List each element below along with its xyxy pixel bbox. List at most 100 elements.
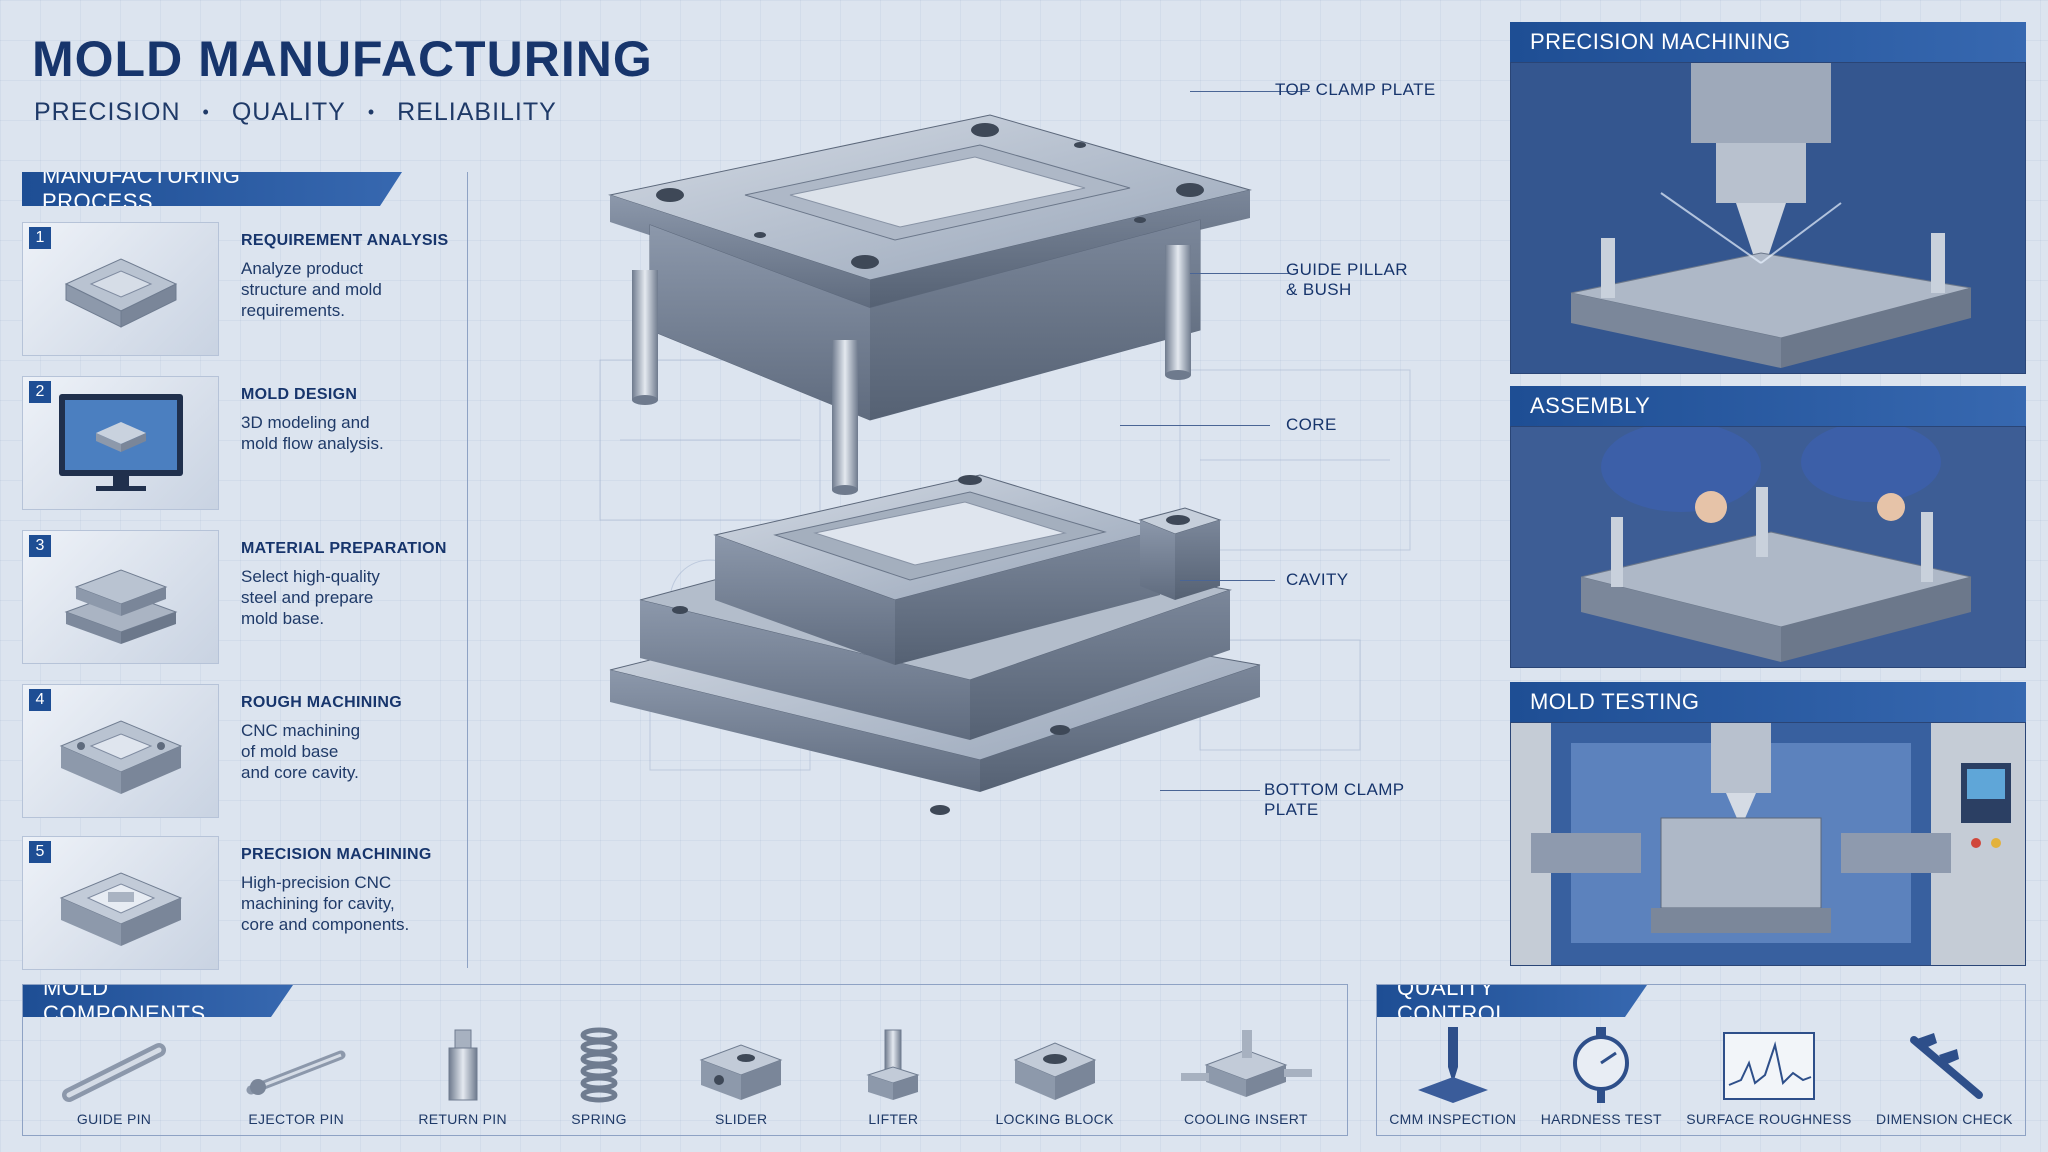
lower-mold-half: [609, 474, 1261, 815]
panel-heading: MOLD TESTING: [1510, 682, 2026, 722]
component-label: LOCKING BLOCK: [995, 1111, 1114, 1127]
subtitle-quality: QUALITY: [231, 98, 346, 126]
quality-cmm-inspection: CMM INSPECTION: [1389, 1025, 1516, 1127]
quality-label: SURFACE ROUGHNESS: [1686, 1111, 1852, 1127]
precision-machining-panel: PRECISION MACHINING: [1510, 22, 2026, 374]
quality-list: CMM INSPECTION HARDNESS TEST SURFACE ROU…: [1377, 1019, 2025, 1135]
step-thumbnail: 2: [22, 376, 219, 510]
assembly-photo: [1510, 426, 2026, 668]
quality-surface-roughness: SURFACE ROUGHNESS: [1686, 1025, 1851, 1127]
quality-label: CMM INSPECTION: [1389, 1111, 1517, 1127]
locking-block-icon: [1013, 1042, 1096, 1100]
step-description: 3D modeling and mold flow analysis.: [241, 413, 384, 453]
step-description: CNC machining of mold base and core cavi…: [241, 721, 361, 782]
slider-icon: [699, 1044, 783, 1100]
step-description: High-precision CNC machining for cavity,…: [241, 873, 410, 934]
lifter-icon: [866, 1029, 920, 1100]
process-step-4: 4 ROUGH MACHINING CNC machining of mold …: [22, 684, 462, 818]
component-guide-pin: GUIDE PIN: [54, 1035, 174, 1127]
step-number: 4: [29, 689, 51, 711]
callout-bottom-clamp-plate: BOTTOM CLAMP PLATE: [1264, 780, 1405, 819]
callout-top-clamp-plate: TOP CLAMP PLATE: [1275, 80, 1436, 99]
ejector-pin-icon: [246, 1050, 346, 1095]
quality-dimension-check: DIMENSION CHECK: [1876, 1025, 2013, 1127]
step-description: Analyze product structure and mold requi…: [241, 259, 382, 320]
component-return-pin: RETURN PIN: [418, 1025, 507, 1127]
mold-base-icon: [64, 258, 177, 328]
step-number: 2: [29, 381, 51, 403]
step-description: Select high-quality steel and prepare mo…: [241, 567, 380, 628]
steel-blocks-icon: [64, 569, 177, 644]
step-title: MATERIAL PREPARATION: [241, 540, 447, 557]
return-pin-icon: [448, 1029, 478, 1101]
component-label: SPRING: [571, 1111, 627, 1127]
callout-line-cavity: [1180, 580, 1275, 581]
component-label: RETURN PIN: [418, 1111, 507, 1127]
blueprint-lines: [599, 359, 1411, 771]
component-label: LIFTER: [868, 1111, 919, 1127]
quality-hardness-test: HARDNESS TEST: [1541, 1025, 1662, 1127]
component-spring: SPRING: [569, 1025, 629, 1127]
callout-line-top-clamp: [1190, 91, 1310, 92]
roughness-graph-icon: [1722, 1032, 1815, 1100]
upper-mold-half: [608, 114, 1252, 421]
component-label: SLIDER: [715, 1111, 768, 1127]
process-step-1: 1 REQUIREMENT ANALYSIS Analyze product s…: [22, 222, 462, 356]
mold-components-panel: MOLD COMPONENTS GUIDE PIN EJECTOR PIN RE: [22, 984, 1348, 1136]
callout-line-core: [1120, 425, 1270, 426]
mold-illustration: [599, 114, 1411, 815]
component-cooling-insert: COOLING INSERT: [1176, 1025, 1316, 1127]
component-slider: SLIDER: [691, 1025, 791, 1127]
step-title: REQUIREMENT ANALYSIS: [241, 232, 449, 249]
quality-label: DIMENSION CHECK: [1876, 1111, 2013, 1127]
component-label: EJECTOR PIN: [248, 1111, 345, 1127]
components-list: GUIDE PIN EJECTOR PIN RETURN PIN: [23, 1019, 1347, 1135]
page-subtitle: PRECISION • QUALITY • RELIABILITY: [34, 98, 557, 127]
component-locking-block: LOCKING BLOCK: [995, 1025, 1113, 1127]
cnc-machining-photo: [1510, 62, 2026, 374]
process-step-5: 5 PRECISION MACHINING High-precision CNC…: [22, 836, 462, 970]
step-number: 1: [29, 227, 51, 249]
assembly-panel: ASSEMBLY: [1510, 386, 2026, 668]
callout-line-guide-pillar: [1190, 273, 1290, 274]
step-title: ROUGH MACHINING: [241, 694, 402, 711]
subtitle-precision: PRECISION: [34, 98, 181, 126]
quality-label: HARDNESS TEST: [1540, 1111, 1662, 1127]
callout-cavity: CAVITY: [1286, 570, 1349, 589]
step-thumbnail: 1: [22, 222, 219, 356]
step-thumbnail: 3: [22, 530, 219, 664]
cooling-insert-icon: [1180, 1030, 1312, 1097]
callout-line-bottom-clamp: [1160, 790, 1260, 791]
precision-block-icon: [59, 872, 182, 946]
panel-heading: PRECISION MACHINING: [1510, 22, 2026, 62]
quality-control-panel: QUALITY CONTROL CMM INSPECTION HARDNESS …: [1376, 984, 2026, 1136]
process-step-2: 2 MOLD DESIGN 3D modeling and mold flow …: [22, 376, 462, 510]
step-number: 5: [29, 841, 51, 863]
process-step-3: 3 MATERIAL PREPARATION Select high-quali…: [22, 530, 462, 664]
exploded-mold-diagram: TOP CLAMP PLATE GUIDE PILLAR & BUSH CORE…: [560, 40, 1460, 940]
callout-guide-pillar-bush: GUIDE PILLAR & BUSH: [1286, 260, 1408, 299]
step-thumbnail: 5: [22, 836, 219, 970]
process-heading: MANUFACTURING PROCESS: [22, 172, 402, 206]
machined-block-icon: [59, 720, 182, 794]
gauge-icon: [1573, 1027, 1630, 1103]
mold-testing-photo: [1510, 722, 2026, 966]
subtitle-separator: •: [202, 102, 210, 122]
step-title: MOLD DESIGN: [241, 386, 358, 403]
subtitle-reliability: RELIABILITY: [397, 98, 557, 126]
cnc-spindle-illustration: [1511, 63, 2025, 373]
monitor-cad-icon: [58, 394, 183, 491]
component-lifter: LIFTER: [853, 1025, 933, 1127]
testing-machine-illustration: [1511, 723, 2025, 965]
guide-pillars: [632, 245, 1191, 495]
component-label: GUIDE PIN: [76, 1111, 152, 1127]
component-ejector-pin: EJECTOR PIN: [236, 1035, 356, 1127]
manufacturing-process-panel: MANUFACTURING PROCESS 1 REQUIREMENT ANAL…: [22, 172, 468, 970]
components-heading: MOLD COMPONENTS: [23, 985, 293, 1017]
cmm-probe-icon: [1417, 1027, 1488, 1103]
step-number: 3: [29, 535, 51, 557]
step-title: PRECISION MACHINING: [241, 846, 432, 863]
spring-icon: [580, 1027, 618, 1103]
subtitle-separator: •: [367, 102, 376, 122]
quality-heading: QUALITY CONTROL: [1377, 985, 1647, 1017]
